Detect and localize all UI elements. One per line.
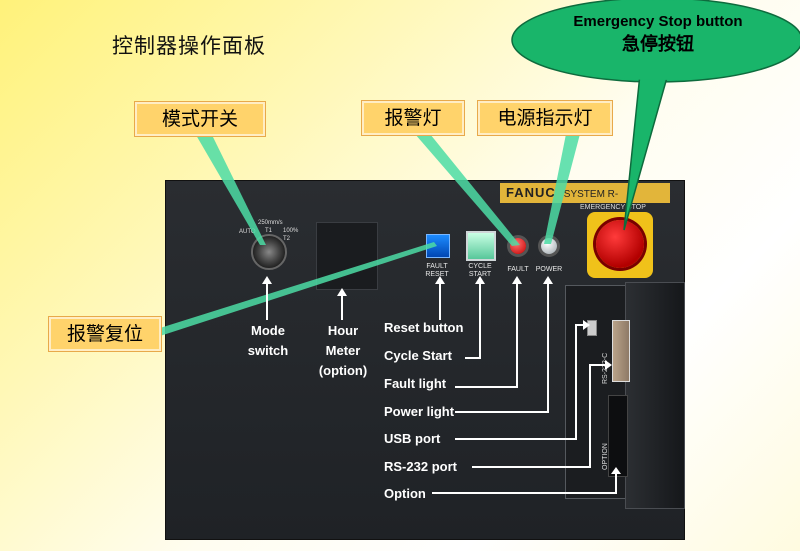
brand-name: FANUC <box>506 185 556 200</box>
alarm-callout-beam <box>415 134 520 246</box>
power-callout-beam <box>544 134 580 244</box>
leader-rs232 <box>472 364 607 468</box>
cycle-start-caption-line-2: START <box>468 271 492 278</box>
label-mode-switch-line-1: Mode <box>251 323 285 338</box>
leader-power <box>455 282 549 413</box>
mode-auto-tick: AUTO <box>239 229 256 235</box>
fault-reset-caption-line-2: RESET <box>425 271 449 278</box>
callout-mode-switch: 模式开关 <box>134 101 266 137</box>
label-usb-port: USB port <box>384 431 441 446</box>
leader-fault <box>455 282 518 388</box>
cycle-start-caption-line-1: CYCLE <box>468 263 492 270</box>
label-hour-meter-line-1: Hour <box>327 323 359 338</box>
page-title: 控制器操作面板 <box>112 34 266 58</box>
estop-callout-cn: 急停按钮 <box>622 34 694 54</box>
label-hour-meter-line-3: (option) <box>318 363 368 378</box>
label-cycle-start: Cycle Start <box>384 348 452 363</box>
fault-reset-caption: FAULT RESET <box>424 263 450 279</box>
label-hour-meter-line-2: Meter <box>325 343 361 358</box>
reset-callout-beam <box>160 242 437 336</box>
label-option: Option <box>384 486 426 501</box>
cycle-start-caption: CYCLE START <box>465 263 495 279</box>
label-hour-meter: Hour Meter (option) <box>312 321 374 381</box>
estop-speech-oval-inner <box>514 0 800 80</box>
white-leaders <box>266 282 617 494</box>
mode-t2-tick: T2 <box>283 236 291 242</box>
label-fault-light: Fault light <box>384 376 447 391</box>
leader-cycle <box>465 282 481 359</box>
label-mode-switch: Mode switch <box>242 321 294 361</box>
callout-power-indicator: 电源指示灯 <box>477 100 613 136</box>
estop-speech-tail <box>623 73 669 231</box>
mode-speed-tick: 250mm/s <box>258 220 283 226</box>
callout-alarm-reset: 报警复位 <box>48 316 162 352</box>
label-mode-switch-line-2: switch <box>247 343 289 358</box>
label-power-light: Power light <box>384 404 455 419</box>
cycle-start-button[interactable] <box>466 231 496 261</box>
leader-arrowheads <box>262 276 621 474</box>
system-name: SYSTEM R- <box>563 189 619 200</box>
option-slot[interactable] <box>608 395 628 477</box>
estop-caption: EMERGENCY STOP <box>580 204 646 211</box>
fault-reset-caption-line-1: FAULT <box>426 263 448 270</box>
mode-switch-key[interactable] <box>251 234 287 270</box>
rs232-port[interactable] <box>612 320 630 382</box>
label-rs232-port: RS-232 port <box>384 459 457 474</box>
estop-callout-text: Emergency Stop button 急停按钮 <box>540 12 776 56</box>
mode-t1-tick: T1 <box>265 228 273 234</box>
callout-alarm-light: 报警灯 <box>361 100 465 136</box>
fault-caption: FAULT <box>507 266 529 273</box>
estop-callout-en: Emergency Stop button <box>573 13 743 30</box>
label-reset-button: Reset button <box>384 320 464 335</box>
emergency-stop-button[interactable] <box>596 220 644 268</box>
usb-port[interactable] <box>587 320 597 336</box>
power-caption: POWER <box>535 266 563 273</box>
mode-callout-beam <box>196 135 266 245</box>
leader-option <box>432 472 617 494</box>
port-cover-door[interactable] <box>625 282 685 509</box>
mode-pct-tick: 100% <box>283 228 299 234</box>
leader-usb <box>455 324 585 440</box>
